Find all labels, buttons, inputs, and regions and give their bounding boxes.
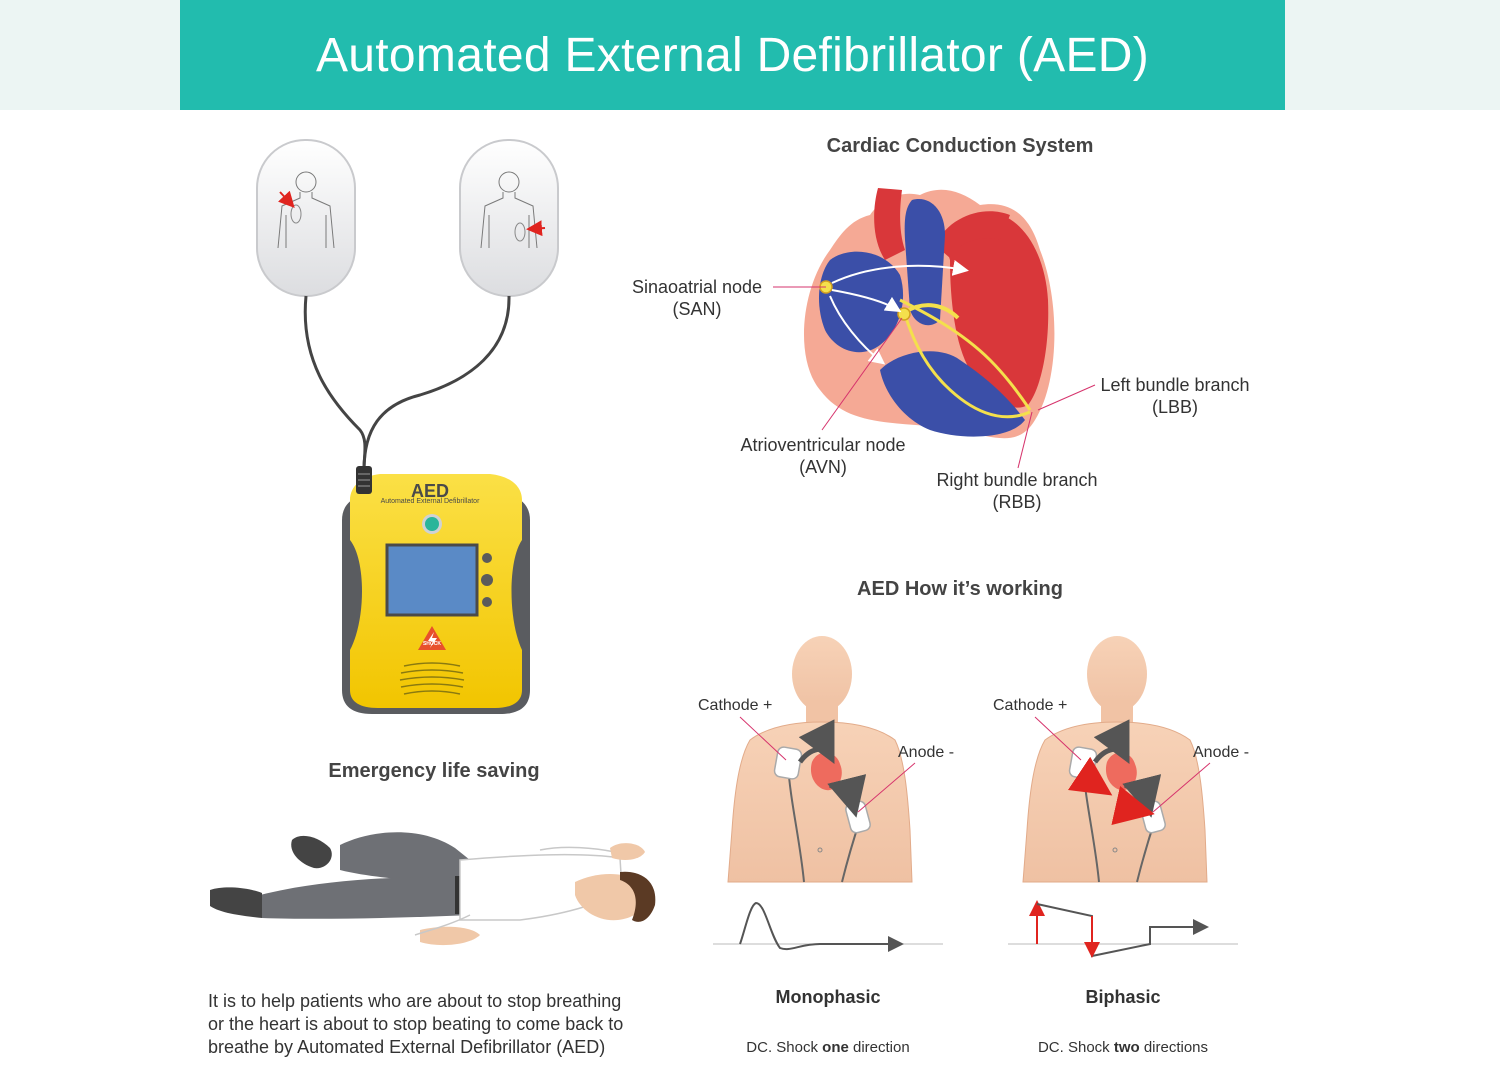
- speaker-grille: [399, 662, 465, 695]
- bi-leaders: [1034, 716, 1211, 813]
- heart-diagram: [803, 188, 1055, 439]
- torso-biphasic: [1022, 636, 1208, 883]
- mono-anode-label: Anode -: [898, 744, 955, 761]
- page-title: Automated External Defibrillator (AED): [315, 28, 1150, 82]
- header-background: Automated External Defibrillator (AED): [0, 0, 1500, 110]
- header-band: Automated External Defibrillator (AED): [180, 0, 1285, 110]
- label-lbb: Left bundle branch (LBB): [1100, 375, 1250, 417]
- biphasic-label: Biphasic: [1085, 987, 1161, 1007]
- electrode-pad-left: [256, 139, 356, 297]
- label-avn: Atrioventricular node (AVN): [740, 435, 906, 477]
- working-title: AED How it’s working: [857, 578, 1063, 600]
- heart-label-leaders: [773, 286, 1096, 469]
- emergency-description: It is to help patients who are about to …: [208, 991, 624, 1057]
- label-rbb: Right bundle branch (RBB): [936, 470, 1098, 512]
- bi-cathode-label: Cathode +: [993, 697, 1068, 714]
- aed-device: [342, 466, 530, 714]
- biphasic-caption: DC. Shock two directions: [1037, 1039, 1209, 1056]
- emergency-title: Emergency life saving: [328, 760, 540, 782]
- biphasic-waveform: [1008, 900, 1238, 958]
- monophasic-waveform: [713, 901, 943, 952]
- bi-anode-label: Anode -: [1193, 744, 1250, 761]
- mono-cathode-label: Cathode +: [698, 697, 773, 714]
- pad-cable-left: [303, 295, 367, 471]
- monophasic-label: Monophasic: [775, 987, 881, 1007]
- label-san: Sinaoatrial node (SAN): [631, 277, 763, 319]
- monophasic-caption: DC. Shock one direction: [746, 1039, 910, 1056]
- device-subtitle-label: Automated External Defibrillator: [380, 498, 480, 505]
- torso-monophasic: [727, 636, 913, 883]
- mono-leaders: [739, 716, 916, 813]
- unconscious-person: [210, 832, 656, 946]
- shock-button-label: SHOCK: [422, 641, 442, 647]
- device-brand-label: AED: [410, 481, 449, 501]
- electrode-pad-right: [459, 139, 559, 297]
- conduction-title: Cardiac Conduction System: [826, 135, 1094, 157]
- pad-cable-right: [362, 295, 511, 471]
